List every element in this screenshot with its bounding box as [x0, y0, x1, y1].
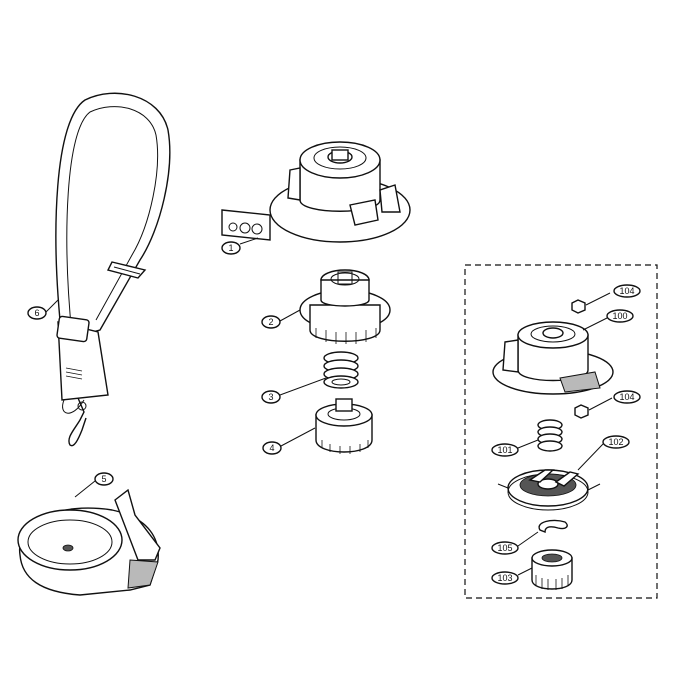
label-sticker [221, 209, 271, 241]
callout-105: 105 [491, 541, 519, 555]
leader-102 [577, 443, 604, 471]
callout-3-text: 3 [268, 392, 273, 402]
callout-1-text: 1 [228, 243, 233, 253]
leader-104b [588, 397, 613, 411]
callout-6-text: 6 [34, 308, 39, 318]
callout-5: 5 [94, 472, 114, 486]
kit-knob [531, 549, 573, 590]
leader-105 [517, 531, 539, 547]
callout-101-text: 101 [497, 445, 512, 455]
callout-104a-text: 104 [619, 286, 634, 296]
callout-4: 4 [262, 441, 282, 455]
nut-top [571, 299, 586, 314]
kit-clip [538, 519, 568, 534]
kit-spring [537, 419, 563, 452]
callout-102: 102 [602, 435, 630, 449]
leader-3 [279, 377, 327, 396]
replacement-kit-box [464, 264, 658, 599]
callout-3: 3 [261, 390, 281, 404]
leader-104a [585, 292, 611, 306]
leader-2 [279, 309, 301, 322]
callout-103-text: 103 [497, 573, 512, 583]
leader-100 [582, 317, 608, 331]
shoulder-strap [55, 92, 171, 447]
callout-6: 6 [27, 306, 47, 320]
spool-cap [299, 269, 391, 344]
strap-buckle [106, 261, 147, 279]
spool-housing [269, 141, 411, 243]
callout-101: 101 [491, 443, 519, 457]
nut-bottom [574, 404, 589, 419]
kit-spool [497, 469, 601, 511]
callout-103: 103 [491, 571, 519, 585]
callout-104a: 104 [613, 284, 641, 298]
bump-knob [315, 398, 373, 454]
leader-5 [74, 480, 96, 498]
kit-housing [492, 321, 614, 395]
leader-4 [280, 427, 316, 447]
callout-2-text: 2 [268, 317, 273, 327]
leader-6 [45, 299, 59, 313]
callout-100: 100 [606, 309, 634, 323]
callout-105-text: 105 [497, 543, 512, 553]
callout-100-text: 100 [612, 311, 627, 321]
guard-deflector [17, 488, 161, 596]
leader-101 [517, 439, 539, 449]
spring [323, 351, 359, 389]
leader-1 [239, 237, 259, 245]
callout-1: 1 [221, 241, 241, 255]
callout-2: 2 [261, 315, 281, 329]
leader-103 [517, 567, 533, 576]
callout-104b-text: 104 [619, 392, 634, 402]
strap-hook [68, 397, 87, 447]
callout-102-text: 102 [608, 437, 623, 447]
callout-4-text: 4 [269, 443, 274, 453]
callout-5-text: 5 [101, 474, 106, 484]
callout-104b: 104 [613, 390, 641, 404]
